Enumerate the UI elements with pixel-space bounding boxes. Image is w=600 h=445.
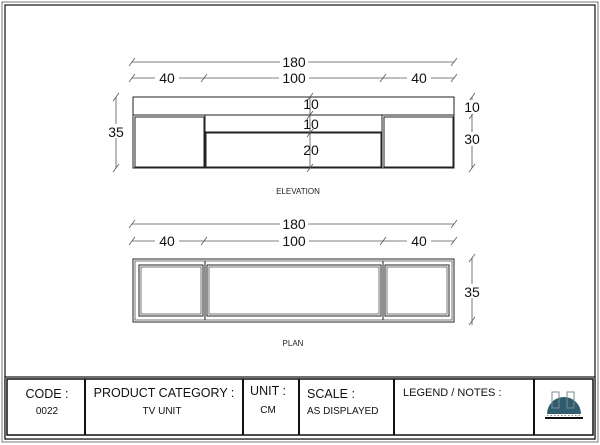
dim-top-height: 10 <box>464 99 480 115</box>
plan-dim-left-width: 40 <box>159 233 175 249</box>
plan-caption: PLAN <box>283 339 304 348</box>
dimension-ticks <box>128 57 458 83</box>
left-cabinet <box>134 116 205 168</box>
plan-view: 180 40 100 40 35 PLAN <box>128 216 482 348</box>
dim-mid-top: 10 <box>303 96 319 112</box>
plan-outline <box>132 258 455 323</box>
unit-label: UNIT : <box>250 384 286 398</box>
plan-dim-overall-width: 180 <box>282 216 306 232</box>
category-label: PRODUCT CATEGORY : <box>94 386 235 400</box>
dim-overall-height: 35 <box>108 124 124 140</box>
unit-value: CM <box>260 405 276 416</box>
title-block: CODE : 0022 PRODUCT CATEGORY : TV UNIT U… <box>4 376 596 440</box>
lower-body <box>132 114 455 169</box>
plan-dim-middle-width: 100 <box>282 233 306 249</box>
code-label: CODE : <box>25 387 68 401</box>
right-cabinet <box>383 116 454 168</box>
logo-dome-icon <box>547 397 581 414</box>
title-block-dividers <box>84 379 535 435</box>
dim-left-width: 40 <box>159 70 175 86</box>
dim-overall-width: 180 <box>282 54 306 70</box>
dim-lower-height: 30 <box>464 131 480 147</box>
elevation-caption: ELEVATION <box>276 187 320 196</box>
plan-inner-outline <box>134 260 453 321</box>
scale-value: AS DISPLAYED <box>307 406 379 417</box>
dim-middle-width: 100 <box>282 70 306 86</box>
dimension-ticks <box>128 219 458 246</box>
plan-right-cell <box>384 264 450 317</box>
company-logo <box>545 391 583 419</box>
scale-label: SCALE : <box>307 387 355 401</box>
dim-mid-middle: 10 <box>303 116 319 132</box>
category-value: TV UNIT <box>143 406 182 417</box>
center-drawer <box>205 132 382 168</box>
plan-middle-cell <box>206 264 382 317</box>
code-value: 0022 <box>36 406 59 417</box>
dim-right-width: 40 <box>411 70 427 86</box>
dim-mid-bottom: 20 <box>303 142 319 158</box>
plan-left-cell <box>138 264 204 317</box>
plan-dim-right-width: 40 <box>411 233 427 249</box>
elevation-view: 180 40 100 40 35 10 30 10 10 20 ELEVATIO… <box>106 54 482 196</box>
notes-label: LEGEND / NOTES : <box>403 387 501 399</box>
plan-dim-depth: 35 <box>464 284 480 300</box>
